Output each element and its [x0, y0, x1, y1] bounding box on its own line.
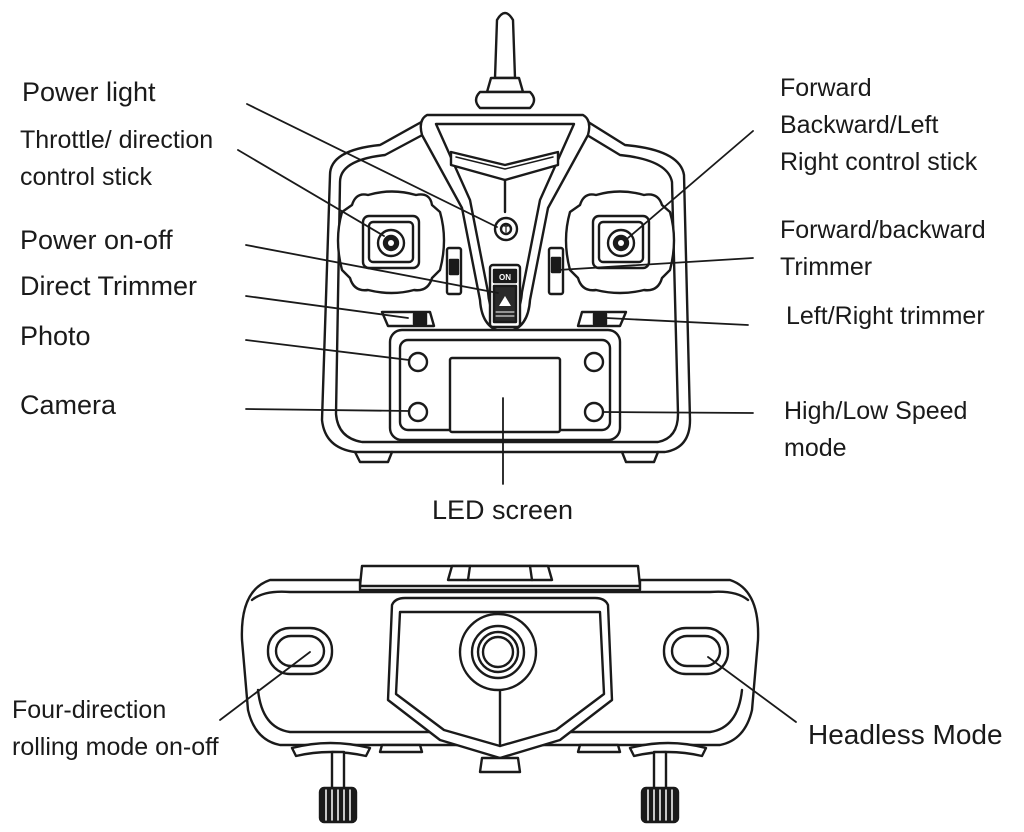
label-led-screen: LED screen — [432, 495, 574, 525]
leader-lines-front — [237, 103, 754, 485]
antenna-base — [458, 612, 538, 692]
panel-button-top-right[interactable] — [583, 351, 605, 373]
four-direction-button[interactable] — [266, 626, 334, 676]
direct-trimmer-horizontal[interactable] — [380, 310, 436, 328]
headless-mode-button[interactable] — [662, 626, 730, 676]
controller-front-view: ON — [320, 11, 692, 464]
foot-right — [620, 450, 660, 464]
leader-lines-top — [219, 651, 797, 723]
right-stick-gimbal[interactable] — [564, 190, 676, 295]
label-direct-trimmer: Direct Trimmer — [20, 271, 197, 301]
antenna — [474, 11, 536, 110]
label-speed-mode: High/Low Speed mode — [784, 397, 968, 462]
forward-backward-trimmer[interactable] — [547, 246, 565, 296]
label-power-light: Power light — [22, 77, 156, 107]
power-light — [493, 216, 519, 242]
left-stick-knob[interactable] — [318, 750, 358, 824]
label-forward-stick: Forward Backward/Left Right control stic… — [780, 74, 978, 176]
photo-button[interactable] — [407, 351, 429, 373]
left-stick-gimbal[interactable] — [336, 190, 446, 295]
foot-left — [353, 450, 394, 464]
controller-top-view — [240, 564, 760, 824]
label-camera: Camera — [20, 390, 117, 420]
power-switch-label: ON — [499, 273, 511, 282]
speed-mode-button[interactable] — [583, 401, 605, 423]
led-screen — [448, 356, 562, 434]
left-right-trimmer[interactable] — [576, 310, 628, 328]
vent-chevron — [449, 150, 560, 182]
label-photo: Photo — [20, 321, 91, 351]
label-headless-mode: Headless Mode — [808, 719, 1003, 750]
label-fb-trimmer: Forward/backward Trimmer — [780, 216, 986, 281]
camera-button[interactable] — [407, 401, 429, 423]
label-throttle-stick: Throttle/ direction control stick — [20, 126, 214, 191]
label-four-direction: Four-direction rolling mode on-off — [12, 696, 219, 761]
label-power-switch: Power on-off — [20, 225, 173, 255]
power-switch[interactable]: ON — [488, 263, 522, 329]
direct-trimmer-vertical[interactable] — [445, 246, 463, 296]
label-lr-trimmer: Left/Right trimmer — [786, 302, 985, 330]
right-stick-knob[interactable] — [640, 750, 680, 824]
